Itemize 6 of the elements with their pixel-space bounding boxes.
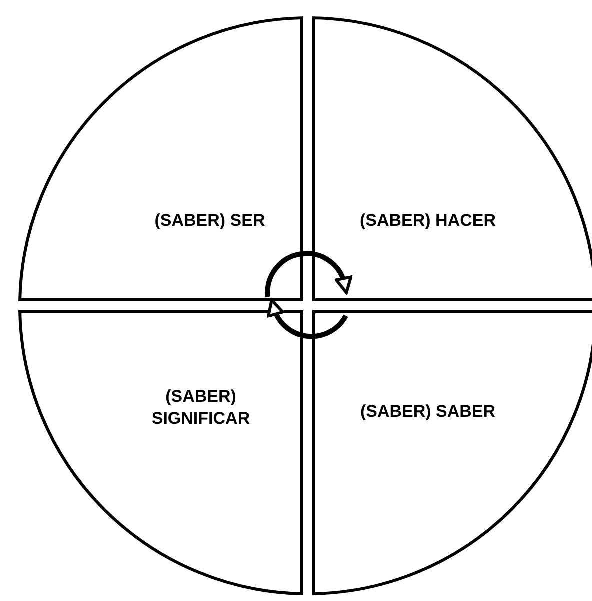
- curved-arrow: [268, 298, 348, 340]
- quadrant-label: (SABER) SIGNIFICAR: [150, 386, 252, 430]
- quadrant-label: (SABER) HACER: [359, 210, 497, 232]
- quadrant-label: (SABER) SER: [154, 210, 266, 232]
- curved-arrow: [265, 251, 352, 298]
- quadrant-label: (SABER) SABER: [359, 401, 497, 423]
